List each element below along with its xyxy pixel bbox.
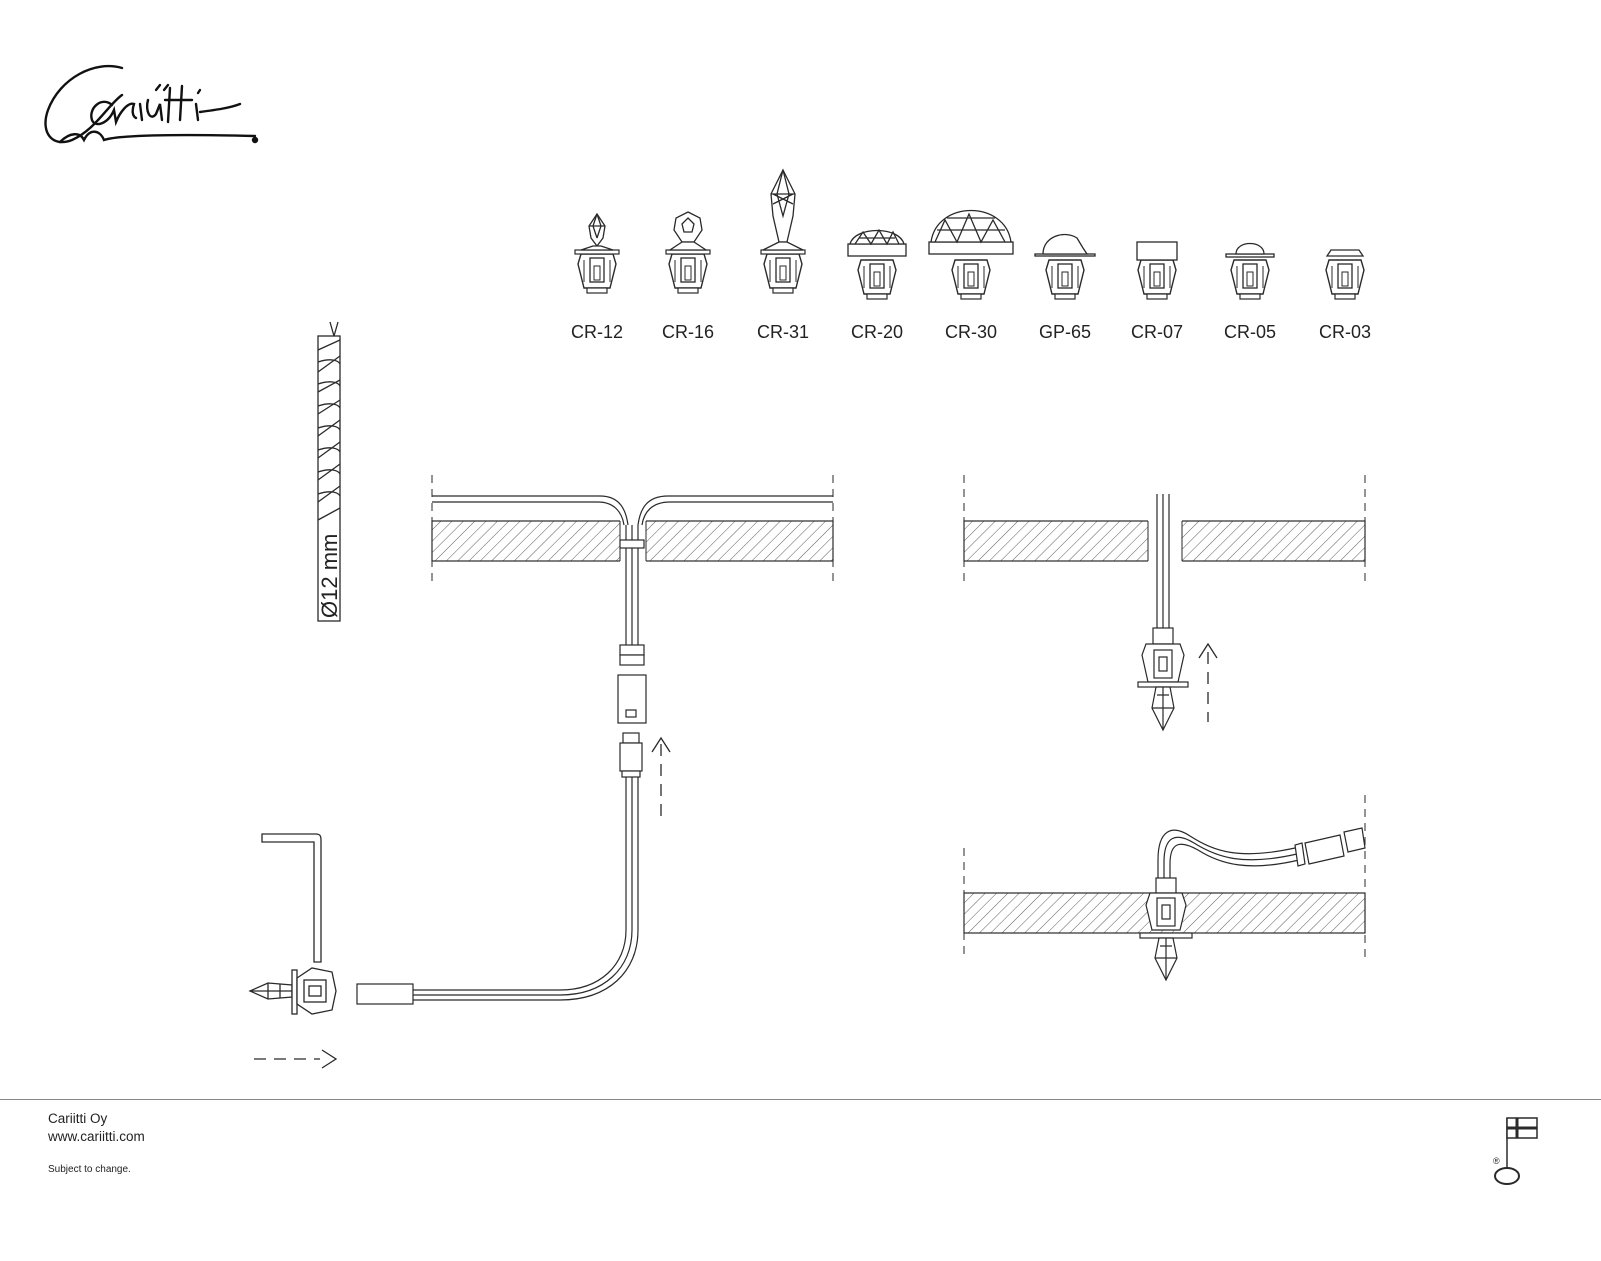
product-label: GP-65 — [1039, 322, 1091, 342]
product-label: CR-16 — [662, 322, 714, 342]
product-label: CR-30 — [945, 322, 997, 342]
product-cr-05-illustration — [1225, 242, 1275, 300]
arrow-right-bottom — [254, 1049, 338, 1069]
installed-fitting-bottom-right — [1139, 827, 1366, 982]
product-cr-30-illustration — [928, 210, 1014, 300]
product-cr-20-illustration — [847, 228, 907, 300]
fiber-cable-curve — [356, 777, 639, 1005]
product-cr-16-illustration — [665, 211, 711, 294]
product-cr-12-illustration — [574, 212, 620, 294]
arrow-up-center — [651, 736, 671, 818]
product-label: CR-20 — [851, 322, 903, 342]
product-cr-07-illustration — [1136, 241, 1178, 300]
finnish-key-flag-icon — [1494, 1117, 1538, 1185]
product-label: CR-07 — [1131, 322, 1183, 342]
product-label: CR-12 — [571, 322, 623, 342]
fitting-with-cable-top-right — [1137, 494, 1189, 732]
product-cr-03-illustration — [1325, 249, 1365, 300]
ceiling-section-right-top — [963, 475, 1366, 585]
arrow-up-right — [1198, 642, 1218, 722]
disclaimer-text: Subject to change. — [48, 1164, 131, 1175]
product-label: CR-03 — [1319, 322, 1371, 342]
hex-key-tool — [261, 833, 322, 963]
cariitti-logo — [44, 64, 259, 144]
connector-female — [617, 674, 647, 724]
cable-split — [432, 495, 833, 666]
product-row — [574, 168, 1365, 300]
product-gp-65-illustration — [1034, 233, 1096, 300]
product-label: CR-31 — [757, 322, 809, 342]
product-cr-31-illustration — [760, 168, 806, 294]
company-name: Cariitti Oy — [48, 1111, 108, 1126]
product-label: CR-05 — [1224, 322, 1276, 342]
drill-diameter-label: Ø12 mm — [317, 534, 342, 618]
connector-male — [619, 732, 643, 778]
footer-divider — [0, 1099, 1601, 1100]
registered-mark: ® — [1493, 1156, 1500, 1166]
crystal-fitting-horizontal — [248, 967, 337, 1015]
website-link[interactable]: www.cariitti.com — [48, 1129, 145, 1144]
drill-bit-illustration — [317, 321, 341, 622]
